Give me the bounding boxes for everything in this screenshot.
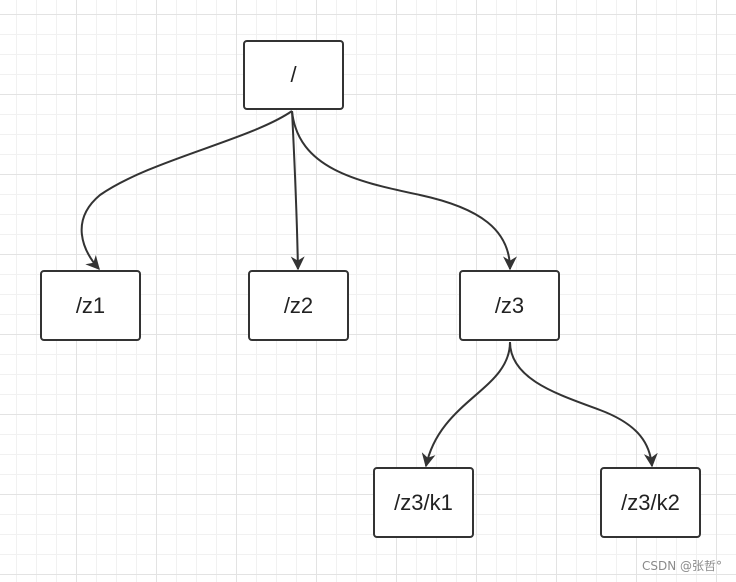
edge-z3-to-z3k2	[509, 341, 658, 468]
node-root[interactable]: /	[243, 40, 344, 110]
edge-root-to-z1	[80, 110, 293, 271]
node-z3[interactable]: /z3	[459, 270, 560, 341]
edge-z3-to-z3k1	[421, 341, 511, 468]
node-z2[interactable]: /z2	[248, 270, 349, 341]
node-z1[interactable]: /z1	[40, 270, 141, 341]
node-z3-k1[interactable]: /z3/k1	[373, 467, 474, 538]
node-z3-k2[interactable]: /z3/k2	[600, 467, 701, 538]
edge-root-to-z3	[291, 110, 517, 271]
edges-group	[80, 110, 658, 468]
edge-root-to-z2	[290, 110, 305, 271]
watermark: CSDN @张哲°	[641, 559, 722, 573]
